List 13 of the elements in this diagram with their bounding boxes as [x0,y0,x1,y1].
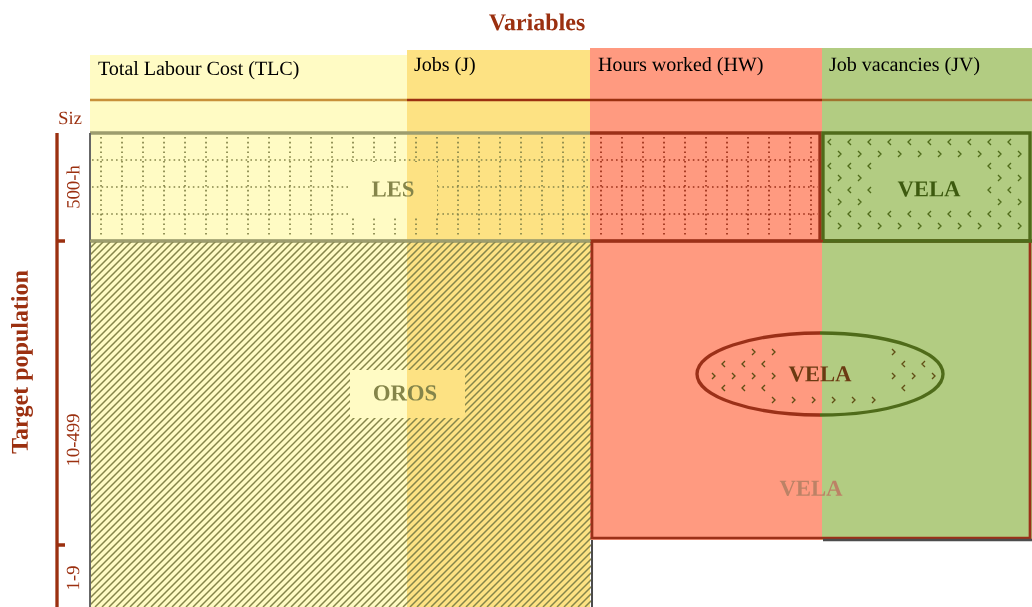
column-header: Job vacancies (JV) [822,48,1032,100]
column-header: Jobs (J) [407,50,590,100]
survey-region [89,132,593,607]
text-patch: OROS [350,370,465,418]
text-patch: LES [348,162,437,216]
column-header: Total Labour Cost (TLC) [90,55,407,100]
axis-title: Variables [489,13,585,31]
survey-region [88,131,822,243]
axis-label: 500-h [66,165,80,208]
axis-title: Target population [11,270,33,454]
survey-region: VELA [821,131,1032,243]
axis-label: Siz [59,111,82,125]
column-header: Hours worked (HW) [590,48,822,100]
